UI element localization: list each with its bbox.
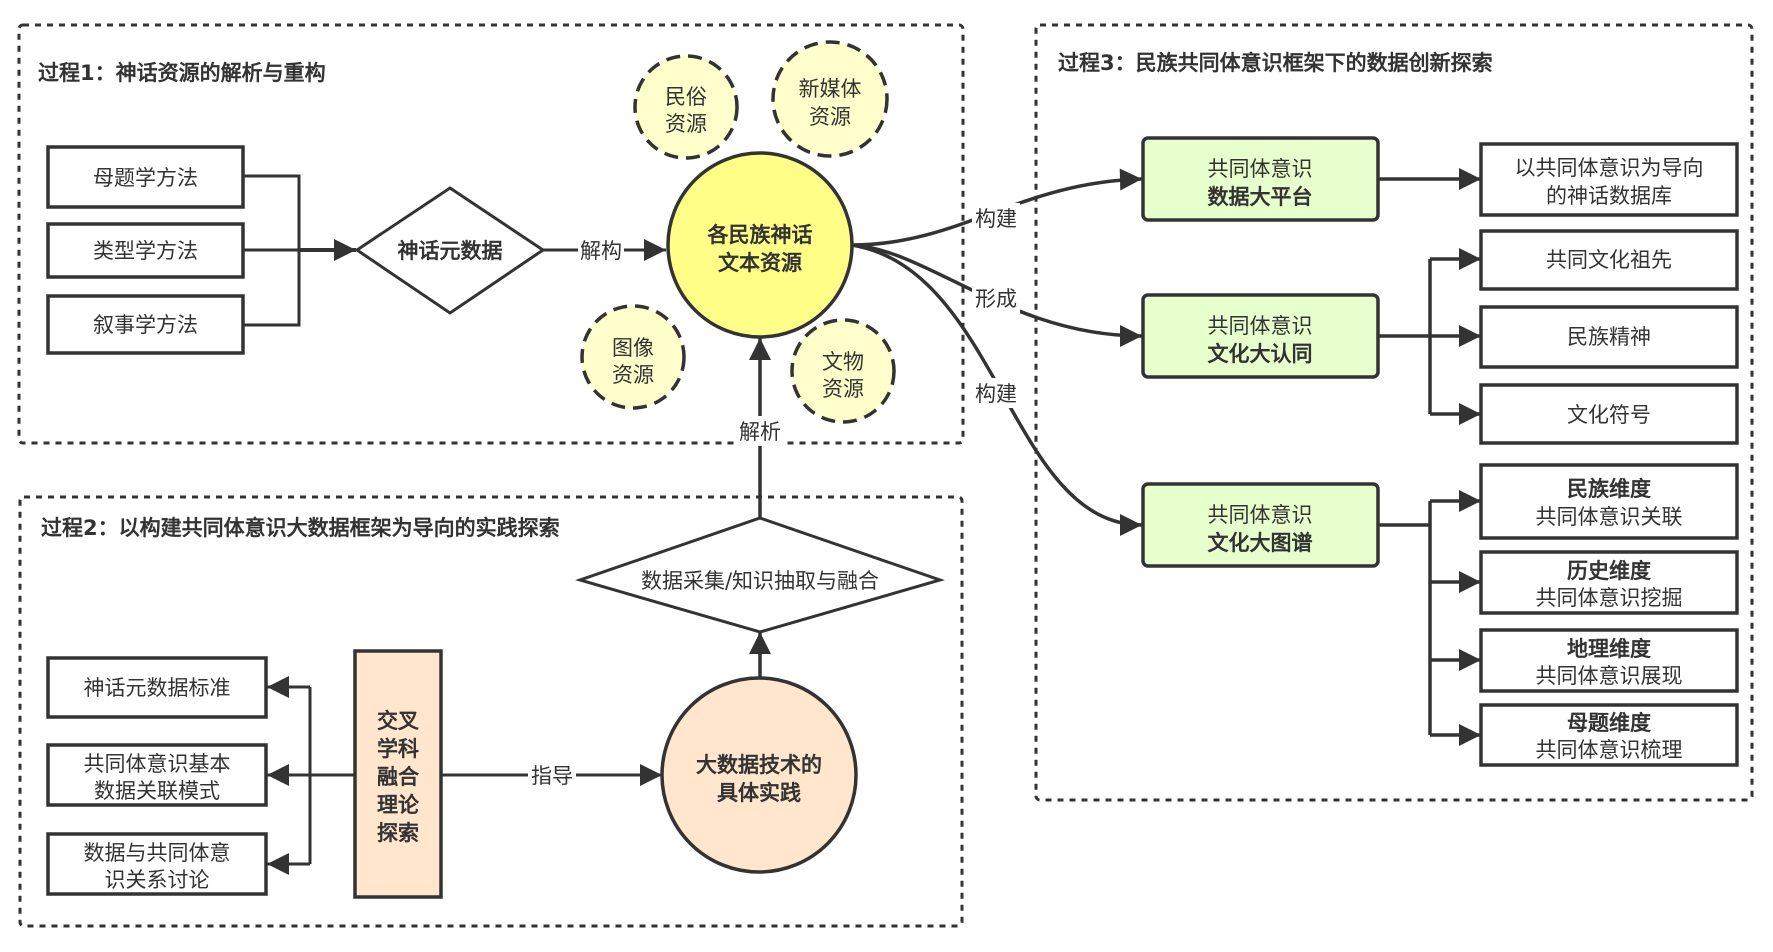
process1-title: 过程1：神话资源的解析与重构 (38, 61, 326, 85)
resource-label: 新媒体 (799, 77, 862, 101)
identity-item-label: 文化符号 (1567, 403, 1651, 427)
theory-output-box[interactable]: 数据与共同体意 识关系讨论 (46, 832, 268, 896)
dimension-subtitle: 共同体意识梳理 (1536, 738, 1683, 762)
resource-label: 资源 (665, 112, 707, 136)
cultural-atlas-box[interactable]: 共同体意识 文化大图谱 (1141, 482, 1380, 568)
database-label: 的神话数据库 (1546, 184, 1672, 208)
dimension-title: 地理维度 (1567, 637, 1651, 661)
data-process-diamond[interactable]: 数据采集/知识抽取与融合 (575, 516, 945, 634)
folk-resource-circle[interactable]: 民俗 资源 (633, 54, 739, 160)
build-platform-label: 构建 (975, 207, 1017, 231)
identity-item-label: 民族精神 (1567, 325, 1651, 349)
green-box-line1: 共同体意识 (1208, 314, 1313, 338)
practice-circle[interactable]: 大数据技术的 具体实践 (660, 676, 858, 874)
green-box-line1: 共同体意识 (1208, 503, 1313, 527)
green-box-line1: 共同体意识 (1208, 157, 1313, 181)
identity-item-box[interactable]: 民族精神 (1479, 305, 1739, 369)
myth-database-box[interactable]: 以共同体意识为导向 的神话数据库 (1479, 142, 1739, 217)
resource-label: 民俗 (665, 85, 707, 109)
dimension-subtitle: 共同体意识关联 (1536, 505, 1683, 529)
process2-group: 过程2：以构建共同体意识大数据框架为导向的实践探索 解析 数据采集/知识抽取与融… (18, 338, 964, 928)
practice-label: 大数据技术的 (696, 753, 822, 777)
theory-output-label: 共同体意识基本 (84, 752, 231, 776)
atlas-branch-connector (1378, 501, 1432, 735)
theory-label: 理论 (377, 793, 420, 817)
green-box-line2: 文化大认同 (1208, 342, 1313, 366)
theory-output-label: 数据与共同体意 (84, 841, 231, 865)
dimension-subtitle: 共同体意识挖掘 (1536, 586, 1683, 610)
process1-container (17, 23, 965, 445)
method-box[interactable]: 叙事学方法 (46, 294, 245, 355)
process1-group: 过程1：神话资源的解析与重构 母题学方法 类型学方法 叙事学方法 神话元数据 解… (17, 23, 965, 445)
method-label: 类型学方法 (93, 239, 198, 263)
theory-outputs-connector (308, 687, 355, 864)
data-platform-box[interactable]: 共同体意识 数据大平台 (1141, 136, 1380, 222)
dimension-title: 民族维度 (1567, 477, 1651, 501)
process3-group: 过程3：民族共同体意识框架下的数据创新探索 构建 形成 构建 共同体意识 数据大… (851, 23, 1754, 802)
method-box[interactable]: 类型学方法 (46, 222, 245, 279)
metadata-label: 神话元数据 (398, 239, 503, 263)
dimension-subtitle: 共同体意识展现 (1536, 664, 1683, 688)
resource-label: 图像 (612, 336, 654, 360)
main-resource-label: 文本资源 (718, 251, 802, 275)
cultural-identity-box[interactable]: 共同体意识 文化大认同 (1141, 293, 1380, 379)
data-process-label: 数据采集/知识抽取与融合 (641, 569, 879, 593)
theory-output-label: 神话元数据标准 (84, 676, 231, 700)
process3-title: 过程3：民族共同体意识框架下的数据创新探索 (1058, 51, 1493, 75)
practice-label: 具体实践 (717, 781, 801, 805)
identity-item-box[interactable]: 共同文化祖先 (1479, 229, 1739, 291)
process3-container (1034, 23, 1754, 802)
analyze-label: 解析 (739, 420, 781, 444)
resource-label: 文物 (822, 350, 864, 374)
green-box-line2: 文化大图谱 (1208, 531, 1313, 555)
form-identity-label: 形成 (975, 287, 1017, 311)
main-resource-label: 各民族神话 (707, 223, 813, 247)
theory-output-label: 数据关联模式 (94, 779, 220, 803)
theory-label: 探索 (377, 821, 419, 845)
guide-label: 指导 (531, 764, 573, 788)
dimension-item-box[interactable]: 历史维度 共同体意识挖掘 (1479, 550, 1739, 615)
dimension-item-box[interactable]: 地理维度 共同体意识展现 (1479, 628, 1739, 693)
green-box-line2: 数据大平台 (1208, 185, 1313, 209)
deconstruct-label: 解构 (580, 239, 622, 263)
database-label: 以共同体意识为导向 (1515, 156, 1704, 180)
dimension-title: 母题维度 (1567, 711, 1651, 735)
resource-label: 资源 (822, 377, 864, 401)
method-label: 母题学方法 (93, 166, 198, 190)
theory-output-label: 识关系讨论 (105, 868, 210, 892)
method-label: 叙事学方法 (93, 313, 198, 337)
theory-label: 融合 (377, 765, 420, 789)
identity-item-label: 共同文化祖先 (1546, 248, 1672, 272)
identity-item-box[interactable]: 文化符号 (1479, 383, 1739, 445)
methods-connector (243, 174, 301, 327)
dimension-title: 历史维度 (1567, 559, 1651, 583)
resource-label: 资源 (612, 363, 654, 387)
artifact-resource-circle[interactable]: 文物 资源 (790, 318, 896, 424)
theory-output-box[interactable]: 共同体意识基本 数据关联模式 (46, 743, 268, 807)
theory-output-box[interactable]: 神话元数据标准 (46, 656, 268, 719)
main-resource-circle[interactable]: 各民族神话 文本资源 (666, 151, 854, 339)
dimension-item-box[interactable]: 母题维度 共同体意识梳理 (1479, 703, 1739, 767)
image-resource-circle[interactable]: 图像 资源 (580, 304, 686, 410)
build-atlas-label: 构建 (975, 382, 1017, 406)
process2-title: 过程2：以构建共同体意识大数据框架为导向的实践探索 (41, 516, 560, 540)
theory-box[interactable]: 交叉 学科 融合 理论 探索 (353, 649, 443, 899)
resource-label: 资源 (809, 105, 851, 129)
new-media-resource-circle[interactable]: 新媒体 资源 (771, 40, 889, 158)
metadata-diamond[interactable]: 神话元数据 (354, 186, 546, 315)
dimension-item-box[interactable]: 民族维度 共同体意识关联 (1479, 463, 1739, 540)
theory-label: 交叉 (377, 709, 420, 733)
identity-branch-connector (1378, 259, 1432, 414)
method-box[interactable]: 母题学方法 (46, 145, 245, 209)
theory-label: 学科 (377, 737, 419, 761)
